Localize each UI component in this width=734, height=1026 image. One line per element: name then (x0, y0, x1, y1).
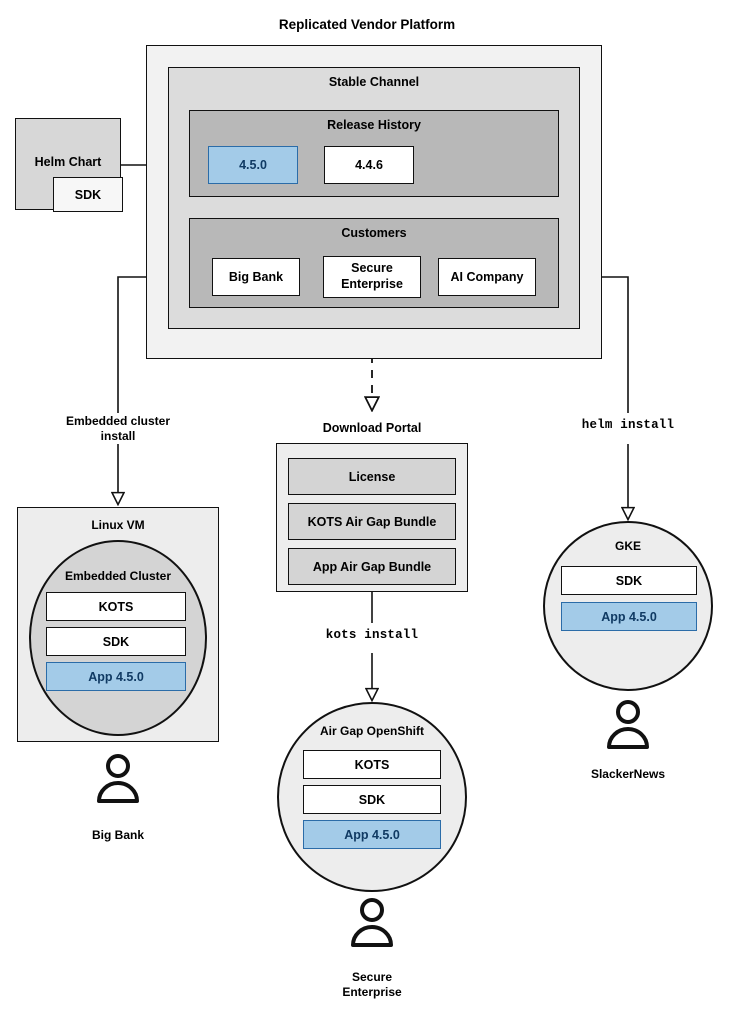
openshift-component-kots[interactable]: KOTS (303, 750, 441, 779)
customer-secure-enterprise[interactable]: Secure Enterprise (323, 256, 421, 298)
actor-label-big-bank: Big Bank (91, 827, 144, 842)
edge-label-kots-install: kots install (325, 628, 419, 643)
helm-chart-sdk-box[interactable]: SDK (53, 177, 123, 212)
linux-vm-component-app[interactable]: App 4.5.0 (46, 662, 186, 691)
openshift-component-sdk[interactable]: SDK (303, 785, 441, 814)
actor-label-secure-enterprise: Secure Enterprise (342, 970, 402, 999)
helm-chart-label: Helm Chart (34, 155, 102, 169)
person-icon-slackernews (607, 700, 649, 749)
customer-ai-company[interactable]: AI Company (438, 258, 536, 296)
air-gap-openshift-title: Air Gap OpenShift (319, 724, 424, 738)
customers-title: Customers (341, 226, 407, 240)
gke-component-app[interactable]: App 4.5.0 (561, 602, 697, 631)
openshift-component-app[interactable]: App 4.5.0 (303, 820, 441, 849)
gke-component-sdk[interactable]: SDK (561, 566, 697, 595)
portal-artifact-kots-air-gap-bundle[interactable]: KOTS Air Gap Bundle (288, 503, 456, 540)
stable-channel-title: Stable Channel (328, 75, 420, 89)
person-icon-secure-enterprise (351, 898, 393, 947)
release-history-title: Release History (327, 118, 421, 132)
release-4-4-6[interactable]: 4.4.6 (324, 146, 414, 184)
portal-artifact-app-air-gap-bundle[interactable]: App Air Gap Bundle (288, 548, 456, 585)
download-portal-title: Download Portal (322, 421, 422, 436)
edge-label-embedded-cluster-install: Embedded cluster install (65, 414, 171, 443)
edge-label-helm-install: helm install (581, 418, 675, 433)
diagram-title: Replicated Vendor Platform (278, 16, 456, 32)
actor-label-slackernews: SlackerNews (590, 766, 666, 781)
portal-artifact-license[interactable]: License (288, 458, 456, 495)
gke-title: GKE (614, 539, 641, 553)
person-icon-big-bank (97, 754, 139, 803)
release-4-5-0[interactable]: 4.5.0 (208, 146, 298, 184)
linux-vm-component-kots[interactable]: KOTS (46, 592, 186, 621)
linux-vm-title: Linux VM (91, 518, 145, 532)
embedded-cluster-title: Embedded Cluster (64, 569, 172, 583)
linux-vm-component-sdk[interactable]: SDK (46, 627, 186, 656)
customer-big-bank[interactable]: Big Bank (212, 258, 300, 296)
